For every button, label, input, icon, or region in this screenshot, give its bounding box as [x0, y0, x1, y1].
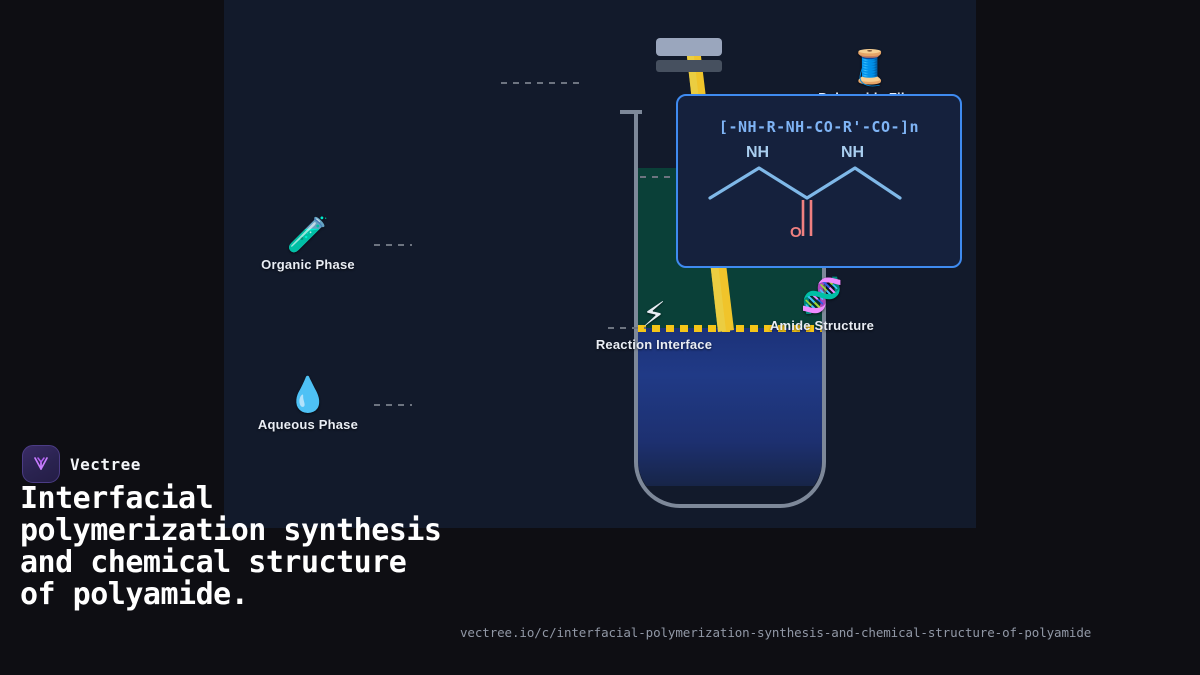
test-tube-icon: 🧪 [286, 215, 330, 255]
roller-lower-bar [656, 60, 722, 72]
label-reaction-interface: ⚡ Reaction Interface [579, 295, 729, 352]
nh-label-left: NH [746, 144, 770, 161]
nh-label-right: NH [841, 144, 865, 161]
connector-structure [640, 176, 688, 178]
connector-fiber [501, 82, 581, 84]
water-droplet-icon: 💧 [286, 375, 330, 415]
lightning-bolt-icon: ⚡ [641, 295, 667, 335]
amide-structure-card: [-NH-R-NH-CO-R'-CO-]n NH NH O [676, 94, 962, 268]
vectree-logo-icon [22, 445, 60, 483]
source-url: vectree.io/c/interfacial-polymerization-… [460, 625, 1092, 640]
label-caption: Amide Structure [769, 318, 875, 333]
connector-interface [608, 327, 646, 329]
brand-name: Vectree [70, 454, 141, 474]
label-caption: Reaction Interface [595, 337, 713, 352]
label-organic-phase: 🧪 Organic Phase [236, 215, 380, 272]
label-caption: Organic Phase [261, 257, 355, 272]
label-caption: Aqueous Phase [257, 417, 359, 432]
label-aqueous-phase: 💧 Aqueous Phase [236, 375, 380, 432]
page-title: Interfacial polymerization synthesis and… [20, 481, 460, 612]
amide-bond-diagram [708, 166, 902, 236]
thread-spool-icon: 🧵 [848, 48, 892, 88]
connector-aqueous [374, 404, 412, 406]
oxygen-label: O [790, 224, 802, 241]
dna-helix-icon: 🧬 [800, 276, 844, 316]
beaker-lip-left [620, 110, 642, 114]
label-amide-structure: 🧬 Amide Structure [742, 276, 902, 333]
aqueous-phase-liquid [638, 328, 822, 486]
brand-block: Vectree [22, 445, 141, 483]
connector-organic [374, 244, 412, 246]
polyamide-repeat-formula: [-NH-R-NH-CO-R'-CO-]n [718, 118, 920, 136]
roller-upper-bar [656, 38, 722, 56]
